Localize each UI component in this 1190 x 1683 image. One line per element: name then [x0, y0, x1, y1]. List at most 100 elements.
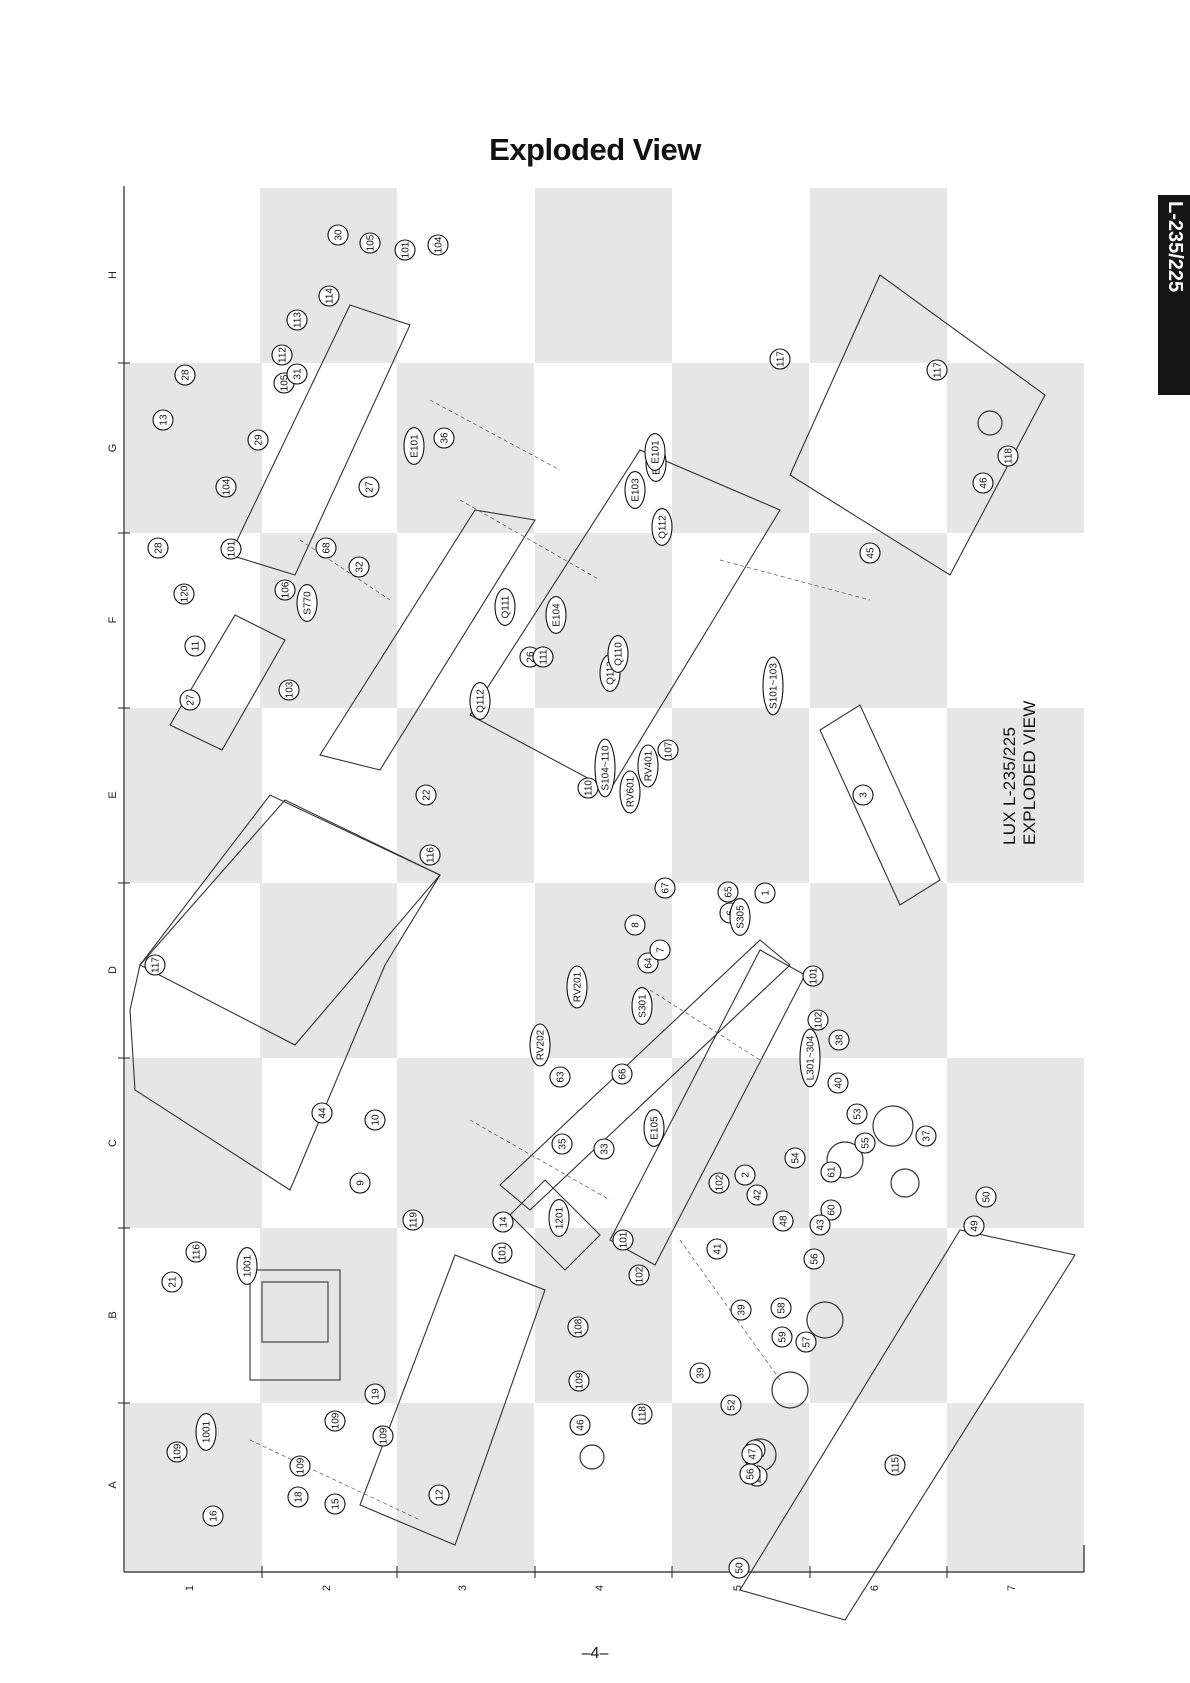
- shade-block: [947, 708, 1084, 883]
- callout-label: 106: [281, 581, 292, 598]
- callout-bubble: [594, 738, 616, 798]
- shade-block: [260, 883, 397, 1058]
- leader-lines: [249, 399, 871, 1521]
- callout-bubble: [166, 1441, 188, 1463]
- callout: 11: [184, 635, 206, 657]
- callout-label: 65: [724, 886, 735, 898]
- callout-label: 38: [835, 1034, 846, 1046]
- shade-block: [397, 1058, 534, 1228]
- callout-bubble: [784, 1147, 806, 1169]
- callout-bubble: [770, 1297, 792, 1319]
- callout: 101: [394, 239, 416, 261]
- callout-label: E105: [650, 1116, 661, 1140]
- callout: 19: [364, 1383, 386, 1405]
- grid-col-label: C: [107, 1139, 119, 1147]
- background-blocks: [125, 188, 1084, 1571]
- callout-bubble: [631, 1403, 653, 1425]
- callout: 1: [754, 882, 776, 904]
- callout-bubble: [689, 1362, 711, 1384]
- callout: E101: [403, 427, 425, 465]
- callout-bubble: [286, 363, 308, 385]
- callout-label: 109: [173, 1443, 184, 1460]
- rear-panel-sub: [169, 614, 286, 751]
- callout-label: 120: [180, 585, 191, 602]
- callout-bubble: [754, 882, 776, 904]
- callout-bubble: [491, 1242, 513, 1264]
- top-cover-top: [139, 799, 441, 1046]
- callout: 56: [739, 1463, 761, 1485]
- callout: S104~110: [594, 738, 616, 798]
- callout-bubble: [717, 881, 739, 903]
- knob: [826, 1141, 864, 1179]
- callout-label: S305: [736, 905, 747, 929]
- callout-label: 22: [422, 789, 433, 801]
- callout-label: Q113: [606, 661, 617, 685]
- callout: 109: [324, 1410, 346, 1432]
- callout-label: 54: [791, 1152, 802, 1164]
- amp-pcb: [499, 939, 791, 1211]
- grid-labels: A B C D E F G H 1 2 3 4 5 6 7: [107, 271, 1018, 1591]
- callout: Q112: [651, 508, 673, 546]
- callout-label: 39: [737, 1304, 748, 1316]
- callout: 48: [772, 1210, 794, 1232]
- side-strip: [819, 704, 941, 906]
- knob: [872, 1105, 914, 1147]
- callout-label: S770: [303, 591, 314, 615]
- shade-block: [810, 533, 947, 708]
- callout-label: 104: [222, 478, 233, 495]
- shade-block: [535, 188, 672, 363]
- callout-label: 47: [748, 1448, 759, 1460]
- callout: 53: [846, 1103, 868, 1125]
- callout-label: 56: [746, 1468, 757, 1480]
- callout-bubble: [746, 1184, 768, 1206]
- callout: 32: [348, 556, 370, 578]
- callout: 108: [567, 1316, 589, 1338]
- grid-col-label: F: [107, 616, 119, 623]
- frame: [123, 186, 1085, 1573]
- callout-label: 101: [401, 241, 412, 258]
- callout-label: 118: [1004, 448, 1015, 464]
- callout: 43: [809, 1214, 831, 1236]
- callout-label: 45: [866, 547, 877, 559]
- callout-bubble: [289, 1455, 311, 1477]
- callout-bubble: [769, 348, 791, 370]
- callout-bubble: [349, 1172, 371, 1194]
- callout-bubble: [364, 1109, 386, 1131]
- callout: 63: [549, 1066, 571, 1088]
- callout-label: 58: [777, 1302, 788, 1314]
- callout-bubble: [202, 1505, 224, 1527]
- callout: 101: [612, 1229, 634, 1251]
- callout-bubble: [820, 1199, 842, 1221]
- foot: [579, 1444, 605, 1470]
- grid-ticks: [118, 362, 948, 1578]
- callout-label: 66: [618, 1068, 629, 1080]
- callout: 28: [147, 537, 169, 559]
- callout-bubble: [884, 1454, 906, 1476]
- callout: 29: [247, 429, 269, 451]
- callout-bubble: [364, 1383, 386, 1405]
- heatsink: [509, 1179, 601, 1271]
- callout-label: 110: [584, 780, 595, 796]
- shade-block: [947, 1403, 1084, 1571]
- callout: 33: [593, 1138, 615, 1160]
- callout-bubble: [809, 1214, 831, 1236]
- callout-label: 116: [192, 1244, 203, 1260]
- callout-label: 102: [814, 1011, 825, 1028]
- callout-label: 1001: [243, 1254, 254, 1277]
- callout: 18: [287, 1486, 309, 1508]
- callout-label: 26: [526, 651, 537, 663]
- callout-bubble: [854, 1132, 876, 1154]
- callout: 103: [278, 679, 300, 701]
- callout-label: 102: [635, 1266, 646, 1283]
- chassis-side: [319, 509, 536, 771]
- callout-bubble: [963, 1215, 985, 1237]
- callout: 31: [286, 363, 308, 385]
- callout-label: RV601: [626, 776, 637, 807]
- shade-block: [260, 533, 397, 708]
- callout-bubble: [593, 1138, 615, 1160]
- caption-line-2: EXPLODED VIEW: [1020, 700, 1039, 845]
- callout: 101: [491, 1242, 513, 1264]
- callout: 112: [271, 344, 293, 366]
- callout-label: 36: [440, 432, 451, 444]
